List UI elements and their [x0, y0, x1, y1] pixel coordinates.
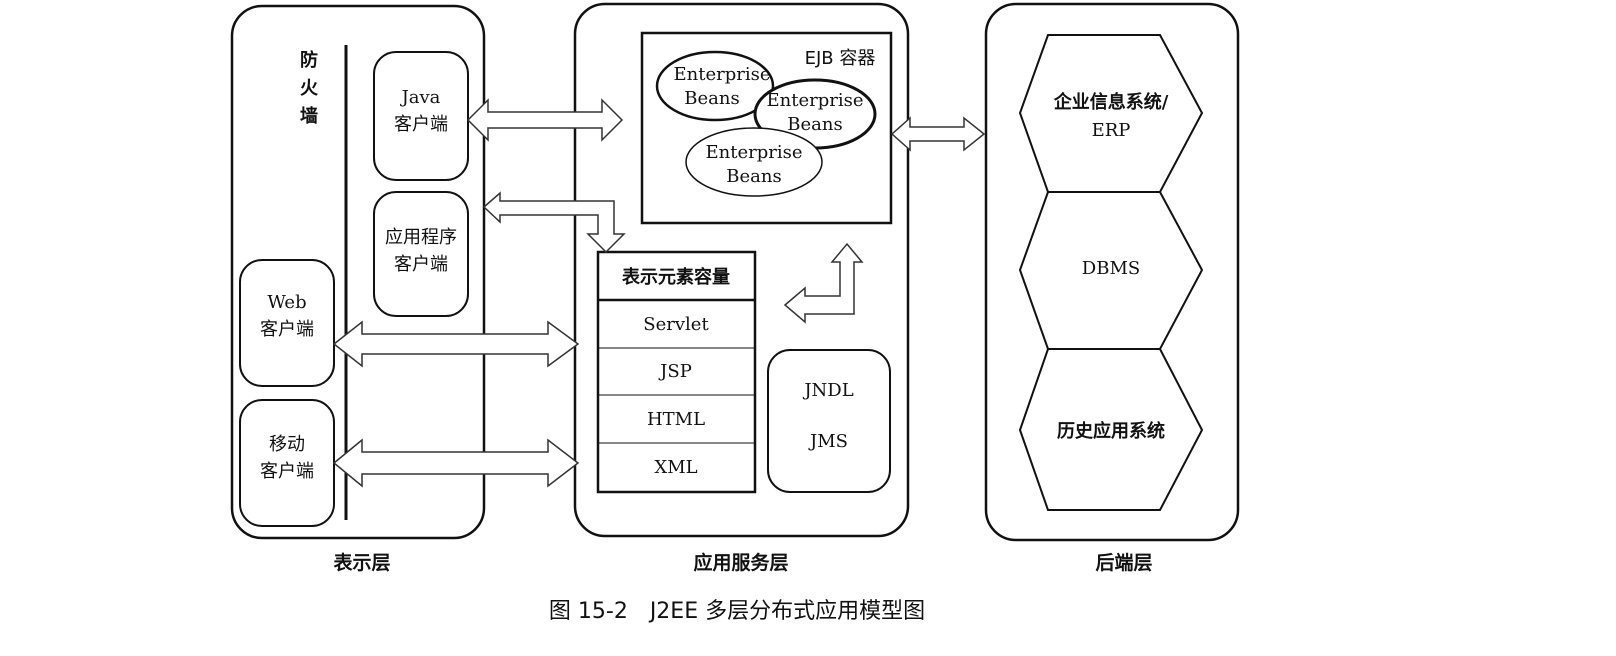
presentation-layer: 防 火 墙 Java 客户端 应用程序 客户端 Web 客户端 移动 客户端 表…: [230, 4, 486, 574]
java-client-line-1: Java: [400, 87, 441, 108]
presentation-element-container-title: 表示元素容量: [622, 266, 730, 288]
app-client-frame: [373, 191, 469, 317]
service-jms: JMS: [808, 431, 848, 452]
container-row-html: HTML: [647, 409, 705, 430]
enterprise-bean-1-line-2: Beans: [684, 88, 739, 109]
firewall-label-2: 火: [300, 78, 319, 99]
ejb-container: EJB 容器 Enterprise Beans Enterprise Beans…: [640, 31, 893, 225]
web-client-line-2: 客户端: [260, 319, 314, 340]
service-jndl: JNDL: [802, 380, 853, 401]
enterprise-bean-3-line-1: Enterprise: [706, 142, 803, 163]
web-client-box: Web 客户端: [239, 259, 335, 387]
figure-caption: 图 15-2 J2EE 多层分布式应用模型图: [549, 599, 925, 624]
app-client-line-2: 客户端: [394, 254, 448, 275]
ejb-container-title: EJB 容器: [805, 48, 876, 69]
java-client-box: Java 客户端: [373, 51, 469, 181]
enterprise-bean-2-line-2: Beans: [787, 114, 842, 135]
presentation-layer-label: 表示层: [333, 551, 390, 574]
enterprise-bean-2-line-1: Enterprise: [767, 90, 864, 111]
java-client-line-2: 客户端: [394, 114, 448, 135]
enterprise-bean-1-line-1: Enterprise: [674, 64, 771, 85]
erp-line-2: ERP: [1092, 120, 1131, 141]
application-layer: EJB 容器 Enterprise Beans Enterprise Beans…: [573, 2, 910, 574]
app-client-to-container-arrow: [482, 191, 626, 254]
connectors: [332, 98, 986, 488]
dbms-label: DBMS: [1082, 258, 1140, 279]
application-layer-label: 应用服务层: [693, 551, 788, 574]
mobile-client-line-1: 移动: [269, 434, 305, 455]
enterprise-bean-1: [655, 50, 775, 122]
enterprise-bean-3-line-2: Beans: [726, 166, 781, 187]
firewall-label-1: 防: [300, 49, 318, 71]
enterprise-bean-3: [685, 127, 823, 197]
java-to-ejb-arrow: [466, 98, 624, 142]
app-client-box: 应用程序 客户端: [373, 191, 469, 317]
presentation-element-container-frame: [596, 250, 757, 494]
mobile-client-line-2: 客户端: [260, 461, 314, 482]
container-row-jsp: JSP: [658, 361, 692, 382]
web-client-arrow: [332, 320, 580, 368]
mobile-client-box: 移动 客户端: [239, 399, 335, 527]
presentation-element-container: 表示元素容量 Servlet JSP HTML XML: [596, 250, 757, 494]
app-to-backend-arrow: [890, 116, 986, 152]
legacy-system-label: 历史应用系统: [1057, 420, 1165, 442]
erp-line-1: 企业信息系统/: [1053, 91, 1169, 113]
backend-layer: 企业信息系统/ ERP DBMS 历史应用系统 后端层: [984, 2, 1240, 574]
mobile-client-arrow: [332, 438, 580, 488]
services-frame: [767, 349, 891, 493]
java-client-frame: [373, 51, 469, 181]
naming-messaging-services-box: JNDL JMS: [767, 349, 891, 493]
web-client-frame: [239, 259, 335, 387]
backend-hexagon-legacy: [1018, 348, 1204, 511]
ejb-to-container-elbow-arrow: [783, 242, 864, 324]
web-client-line-1: Web: [267, 292, 306, 313]
container-row-servlet: Servlet: [643, 314, 709, 335]
firewall-label-3: 墙: [300, 105, 318, 127]
container-row-xml: XML: [654, 457, 697, 478]
backend-layer-label: 后端层: [1095, 551, 1152, 574]
app-client-line-1: 应用程序: [385, 227, 457, 248]
